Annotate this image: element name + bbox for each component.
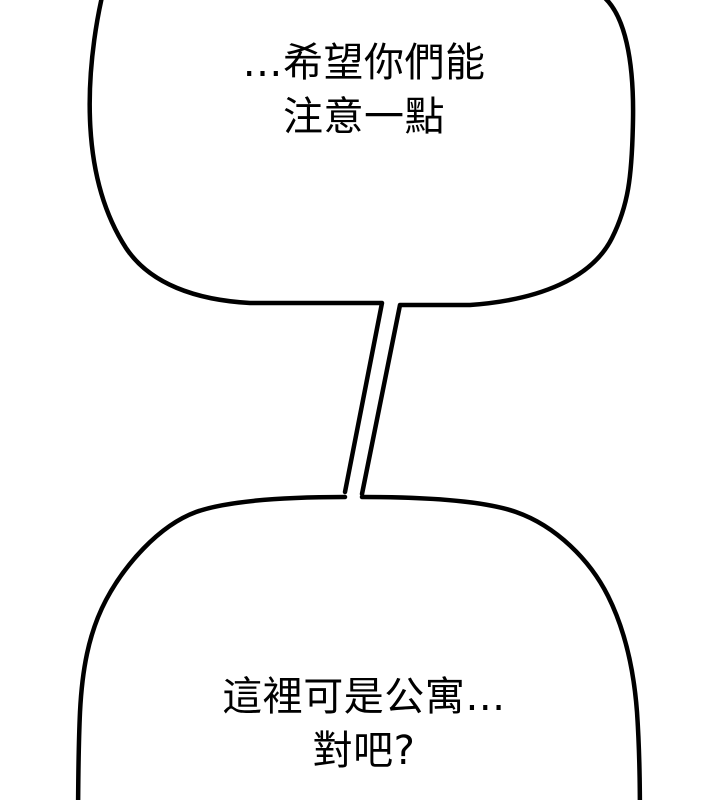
lower-speech-bubble-outline	[75, 494, 348, 800]
upper-bubble-line-2: 注意一點	[283, 94, 445, 140]
upper-speech-bubble-outline	[87, 0, 385, 495]
lower-bubble-line-2: 對吧?	[312, 728, 416, 774]
lower-speech-bubble-text: 這裡可是公寓… 對吧?	[0, 670, 720, 778]
lower-bubble-line-1: 這裡可是公寓…	[222, 674, 506, 720]
upper-speech-bubble-text: …希望你們能 注意一點	[0, 36, 720, 144]
upper-bubble-line-1: …希望你們能	[242, 40, 486, 86]
upper-speech-bubble-outline-right	[359, 0, 636, 497]
lower-speech-bubble-outline-right	[359, 494, 643, 800]
